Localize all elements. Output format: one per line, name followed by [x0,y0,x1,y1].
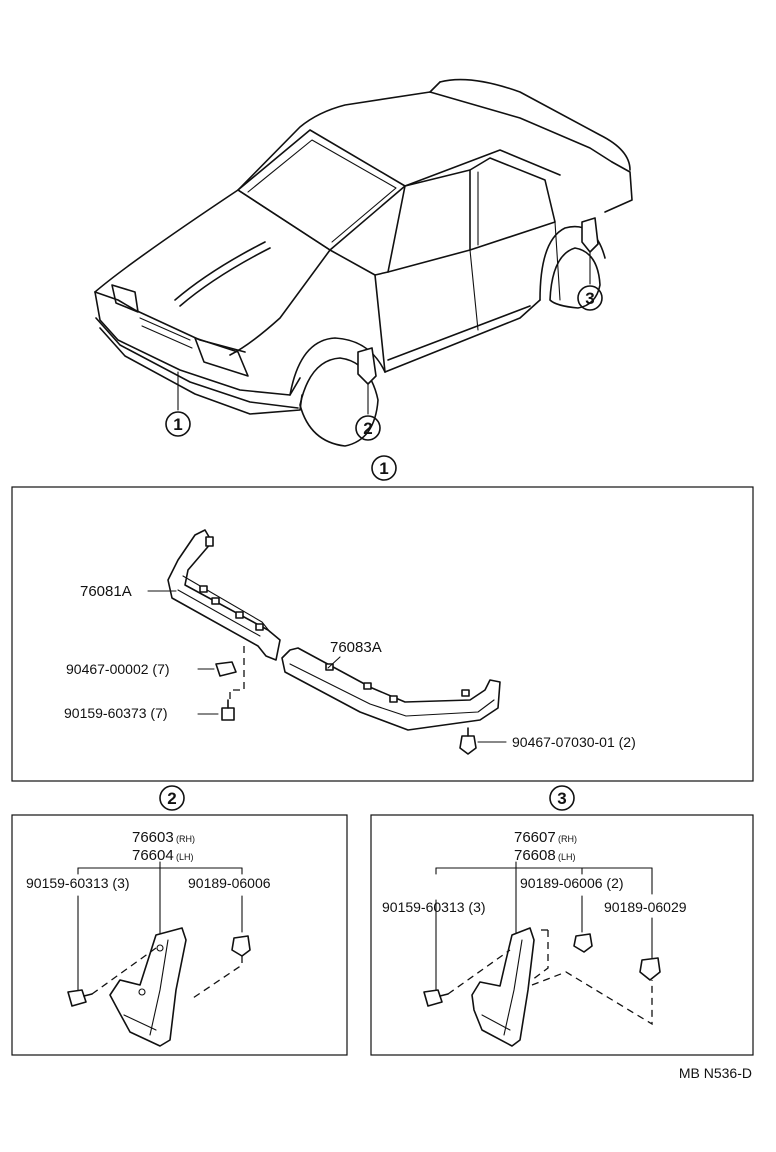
label-76604: 76604 [132,847,174,864]
spoiler-right-76083a [281,647,501,731]
mudguard-rear [471,927,535,1047]
tag-rh: (RH) [558,834,577,844]
label-90467-00002: 90467-00002 (7) [66,661,170,677]
section-3-box [370,814,754,1056]
callout-2: 2 [363,419,372,438]
label-76608: 76608 [514,847,556,864]
label-90189-06006-2: 90189-06006 (2) [520,875,624,891]
section-2-label: 2 [167,789,176,808]
label-76607: 76607 [514,829,556,846]
label-90159-60313: 90159-60313 (3) [382,899,486,915]
section-3-label: 3 [557,789,566,808]
screw-icon [221,707,235,721]
mudguard-front [109,927,187,1047]
callout-3: 3 [585,289,594,308]
section-3-rear-mudguard: 3 76607 (RH) 76608 (LH) 90189-06006 (2) … [370,785,754,1056]
tag-lh: (LH) [558,852,576,862]
tag-lh: (LH) [176,852,194,862]
clip-icon [459,735,477,755]
label-76081a: 76081A [80,583,132,600]
spoiler-left-76081a [167,529,281,661]
label-90189-06029: 90189-06029 [604,899,687,915]
car-callouts: 1 2 3 [165,251,603,441]
section-2-box [11,814,348,1056]
section-1-box [11,486,754,782]
label-90159-60373: 90159-60373 (7) [64,705,168,721]
section-1-spoiler: 1 76081A 76083A 90467-00002 (7) 90159-60… [11,455,754,782]
label-76083a: 76083A [330,639,382,656]
label-90159-60313: 90159-60313 (3) [26,875,130,891]
tag-rh: (RH) [176,834,195,844]
section-2-front-mudguard: 2 76603 (RH) 76604 (LH) 90159-60313 (3) … [11,785,348,1056]
label-90467-07030-01: 90467-07030-01 (2) [512,734,636,750]
screw-icon [423,989,443,1007]
screw-icon [67,989,87,1007]
clip-icon [231,935,251,957]
callout-1: 1 [173,415,182,434]
label-90189-06006: 90189-06006 [188,875,271,891]
car-illustration [94,78,633,447]
clip-icon [573,933,593,953]
diagram-code: MB N536-D [679,1065,752,1081]
section-1-label: 1 [379,459,388,478]
clip-icon [639,957,661,981]
nut-icon [215,661,237,677]
label-76603: 76603 [132,829,174,846]
